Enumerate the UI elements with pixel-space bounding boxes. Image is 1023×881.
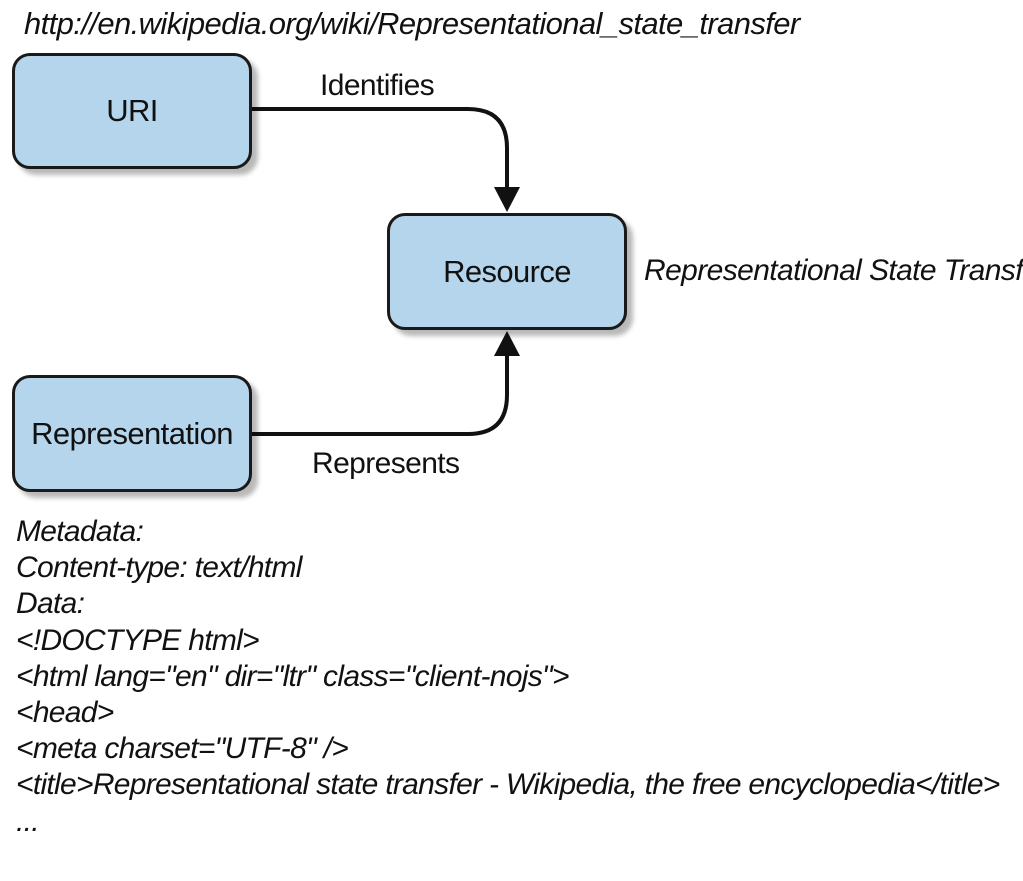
resource-node: Resource <box>387 213 627 330</box>
resource-node-label: Resource <box>443 253 571 289</box>
body-line-head-tag: <head> <box>16 695 114 729</box>
resource-url: http://en.wikipedia.org/wiki/Representat… <box>24 6 800 41</box>
uri-node-label: URI <box>106 93 158 128</box>
identifies-label: Identifies <box>320 69 435 102</box>
represents-arrowhead <box>494 331 520 356</box>
body-line-ellipsis: ... <box>16 804 40 838</box>
identifies-connector <box>252 107 509 190</box>
body-line-content-type: Content-type: text/html <box>16 551 302 585</box>
representation-node-label: Representation <box>31 415 233 451</box>
body-line-doctype: <!DOCTYPE html> <box>16 623 260 657</box>
body-line-meta-tag: <meta charset="UTF-8" /> <box>16 732 349 766</box>
body-line-metadata: Metadata: <box>16 515 144 548</box>
body-line-title-tag: <title>Representational state transfer -… <box>16 768 1000 802</box>
identifies-arrowhead <box>494 187 520 212</box>
uri-node: URI <box>12 53 252 169</box>
body-line-data: Data: <box>16 587 85 621</box>
representation-body: Metadata: Content-type: text/html Data: … <box>16 514 1000 840</box>
represents-connector <box>252 352 509 436</box>
body-line-html-tag: <html lang="en" dir="ltr" class="client-… <box>16 659 570 693</box>
rest-caption: Representational State Transfer <box>644 254 1023 287</box>
represents-label: Represents <box>312 447 460 480</box>
representation-node: Representation <box>12 375 252 492</box>
